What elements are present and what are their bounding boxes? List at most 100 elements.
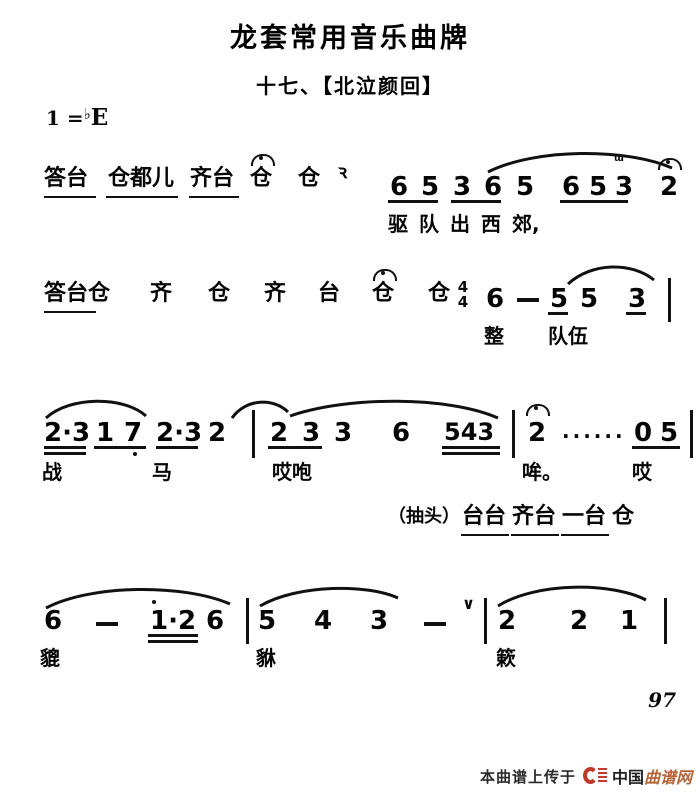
fermata-icon [251,150,275,166]
slur-arc [288,396,500,420]
percussion-label: （抽头） [388,506,460,527]
beam-underline [148,640,198,643]
system-1: 答台 仓都儿 齐台 仓 仓 ꝛ 6 5 3 6 5 6 5 3 2 ᵚ 驱 队 … [0,0,700,234]
octave-dot [152,600,156,604]
percussion-syllable: 仓 [298,166,321,191]
note: 3 [628,284,647,314]
beam-underline [44,311,96,313]
lyric: 西 [481,212,501,236]
lyric: 簌 [496,646,516,670]
percussion-syllable: 齐台 [190,166,235,191]
percussion-syllable: 台台 [462,504,507,529]
beam-underline [632,446,680,449]
key-signature-letter: E [90,104,109,131]
lyric: 哎咆 [272,460,312,484]
sustain-dash [517,298,539,302]
sustain-dash [424,622,446,626]
note: 543 [444,418,495,446]
beam-underline [148,634,198,637]
lyric: 出 [450,212,470,236]
flat-icon: ♭ [83,105,91,123]
beam-underline [44,196,96,198]
key-signature: 1 =♭E [46,104,108,131]
system-2: 答台仓 齐 仓 齐 台 仓 仓 4 4 6 5 5 3 整 队伍 [0,0,700,346]
beam-underline [189,196,239,198]
lyric: 战 [42,460,62,484]
qupu-logo-icon [582,766,607,786]
key-signature-prefix: 1 = [46,106,84,130]
percussion-syllable: 仓 [208,281,231,306]
octave-dot [133,452,137,456]
note: 7 [124,418,143,448]
note: 2 [270,418,289,448]
beam-underline [442,452,500,455]
note: 1 [96,418,115,448]
breath-mark-icon: ∨ [462,594,475,613]
lyric: 队伍 [548,324,588,348]
beam-underline [268,446,322,449]
bar-line [252,410,255,458]
note: 0 [634,418,653,448]
note: 3 [615,172,634,202]
beam-underline [94,446,146,449]
note: 1·2 [150,606,197,636]
percussion-syllable: 仓 [372,281,395,306]
note: 2 [498,606,517,636]
percussion-syllable: 仓 [428,281,451,306]
percussion-syllable: 仓都儿 [108,166,175,191]
lyric: 貅 [256,646,276,670]
note: 5 [660,418,679,448]
note: 6 [562,172,581,202]
page-subtitle: 十七、【北泣颜回】 [256,74,444,98]
note: 3 [370,606,389,636]
percussion-syllable: 齐台 [512,504,557,529]
note: 3 [334,418,353,448]
note: 6 [486,284,505,314]
beam-underline [451,200,501,203]
note: 5 [550,284,569,314]
note: 6 [206,606,225,636]
note: 4 [314,606,333,636]
note: 3 [453,172,472,202]
page-title: 龙套常用音乐曲牌 [230,23,470,54]
grace-mark-icon: ꝛ [338,161,348,183]
note: 2 [570,606,589,636]
percussion-syllable: 仓 [612,504,635,529]
note: 2 [208,418,227,448]
slur-arc [230,398,290,420]
bar-line [512,410,515,458]
beam-underline [561,534,609,536]
note: 2 [528,418,547,448]
bar-line [668,278,671,322]
note: 6 [390,172,409,202]
beam-underline [388,200,438,203]
beam-underline [106,196,178,198]
bar-line [484,598,487,644]
lyric: 哞。 [522,460,562,484]
beam-underline [442,446,500,449]
beam-underline [44,446,86,449]
note: 5 [580,284,599,314]
footer-brand-cn: 中国 [611,768,644,787]
lyric: 貔 [40,646,60,670]
sustain-dash [96,622,118,626]
note: 5 [516,172,535,202]
footer-brand-qupu: 曲谱网 [643,768,692,787]
system-3: 2·3 1 7 2·3 2 2 3 3 6 543 2 [0,0,700,482]
beam-underline [548,312,568,315]
bar-line [664,598,667,644]
page-number: 97 [648,688,676,712]
percussion-syllable: 一台 [562,504,607,529]
beam-underline [461,534,509,536]
lyric: 整 [484,324,504,348]
percussion-syllable: 答台仓 [44,281,111,306]
note: 6 [484,172,503,202]
lyric: 哎 [632,460,652,484]
note: 6 [44,606,63,636]
time-signature-denominator: 4 [457,293,469,312]
slur-arc [44,584,232,610]
beam-underline [626,312,646,315]
beam-underline [560,200,628,203]
note: 6 [392,418,411,448]
